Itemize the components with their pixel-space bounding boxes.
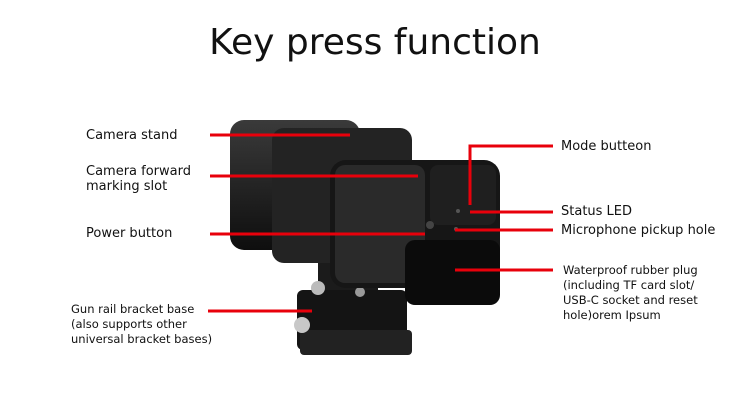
label-mode-button: Mode butteon [561,139,652,154]
label-status-led: Status LED [561,204,633,219]
power-button-dot [426,221,434,229]
label-plug-line4: hole)orem Ipsum [563,308,661,322]
label-forward-slot: Camera forward marking slot [86,164,191,194]
label-power-button: Power button [86,226,173,241]
page-title: Key press function [209,22,541,63]
label-forward-slot-line2: marking slot [86,179,168,194]
label-plug-line1: Waterproof rubber plug [563,263,698,277]
rubber-plug [405,240,500,305]
label-plug-line3: USB-C socket and reset [563,293,698,307]
leader-lines [208,133,553,313]
label-camera-stand: Camera stand [86,128,178,143]
label-gun-rail-line3: universal bracket bases) [71,332,213,346]
label-gun-rail-line2: (also supports other [71,317,187,331]
label-plug-line2: (including TF card slot/ [563,278,695,292]
label-rubber-plug: Waterproof rubber plug (including TF car… [563,263,698,323]
label-gun-rail-line1: Gun rail bracket base [71,302,195,316]
label-gun-rail: Gun rail bracket base (also supports oth… [71,302,212,347]
label-microphone: Microphone pickup hole [561,223,716,238]
label-forward-slot-line1: Camera forward [86,164,191,179]
